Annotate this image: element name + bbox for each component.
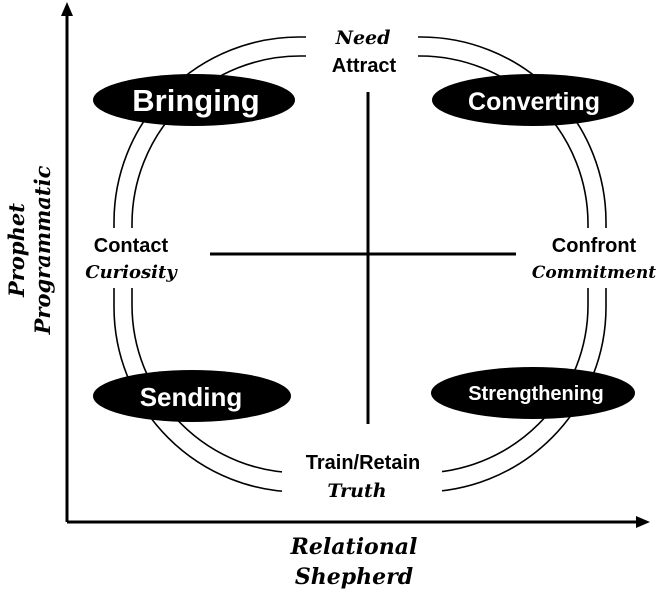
left-script-label: Curiosity bbox=[85, 262, 178, 283]
left-label: Contact bbox=[94, 235, 169, 257]
center-cross bbox=[210, 92, 516, 424]
y-axis-label-prophet: Prophet bbox=[4, 203, 29, 298]
top-label: Attract bbox=[332, 55, 397, 77]
y-axis-arrowhead bbox=[61, 2, 73, 16]
bottom-script-label: Truth bbox=[327, 480, 386, 502]
quadrant-label-sending: Sending bbox=[140, 382, 243, 412]
converting-ellipse bbox=[432, 74, 634, 126]
bottom-label: Train/Retain bbox=[306, 452, 420, 474]
right-label-mask bbox=[520, 228, 652, 288]
bottom-label-mask bbox=[282, 446, 442, 504]
x-axis-label-relational: Relational bbox=[290, 534, 418, 560]
x-axis-arrowhead bbox=[636, 516, 650, 528]
axes bbox=[65, 12, 640, 524]
strengthening-ellipse bbox=[431, 367, 635, 419]
quadrant-label-bringing: Bringing bbox=[132, 83, 259, 118]
quadrant-label-strengthening: Strengthening bbox=[468, 383, 604, 405]
bringing-ellipse bbox=[93, 74, 295, 126]
quadrant-label-converting: Converting bbox=[468, 88, 600, 116]
y-axis-label-programmatic: Programmatic bbox=[30, 165, 55, 335]
y-axis-label-group: Prophet Programmatic bbox=[4, 165, 55, 335]
left-label-mask bbox=[76, 228, 188, 288]
top-script-label: Need bbox=[335, 27, 391, 49]
top-label-mask bbox=[306, 22, 418, 82]
right-script-label: Commitment bbox=[532, 263, 656, 283]
right-label: Confront bbox=[552, 235, 637, 257]
sending-ellipse bbox=[93, 370, 291, 422]
x-axis-label-shepherd: Shepherd bbox=[295, 564, 413, 590]
